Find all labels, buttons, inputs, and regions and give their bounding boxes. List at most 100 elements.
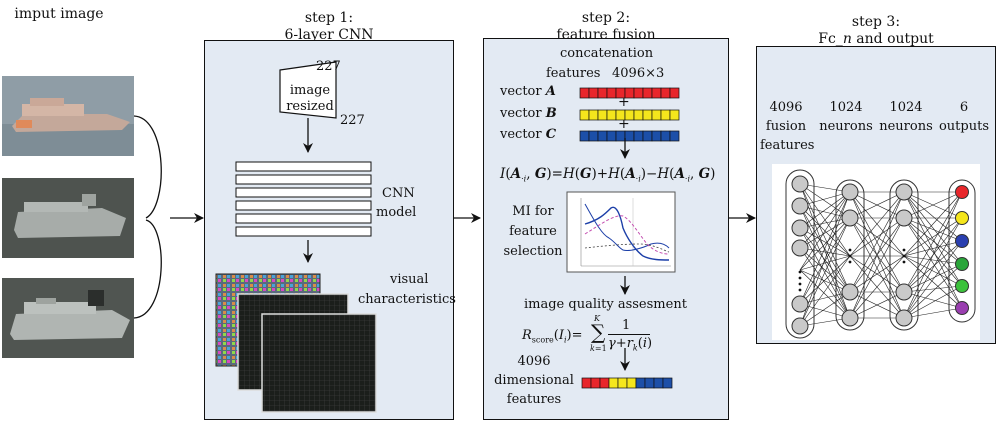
hidden-node xyxy=(841,309,859,327)
dim-line2: dimensional xyxy=(494,373,574,388)
hidden-node xyxy=(841,209,859,227)
col3-line2: neurons xyxy=(879,119,933,134)
input-node xyxy=(791,197,809,215)
step1-title: step 1: 6-layer CNN xyxy=(204,10,454,44)
resized-line1: image xyxy=(289,83,331,98)
step2-title-line1: step 2: xyxy=(581,10,631,26)
network-edge xyxy=(903,191,963,319)
ship-photo-infrared-2 xyxy=(2,278,134,358)
concat-dims: 4096×3 xyxy=(612,66,665,81)
vector-c-cell xyxy=(624,130,635,142)
network-edge xyxy=(849,191,905,319)
network-edge xyxy=(903,255,963,287)
ship-photo-color xyxy=(2,76,134,156)
vector-b-cell xyxy=(642,109,653,121)
dimensional-cell xyxy=(662,377,673,389)
vector-a-bar xyxy=(579,87,680,99)
network-edge xyxy=(799,191,851,229)
step3-title: step 3: Fc_n and output xyxy=(756,14,996,48)
vector-c-cell xyxy=(615,130,626,142)
vector-a-cell xyxy=(642,87,653,99)
vector-a-label: vector A xyxy=(500,84,556,100)
size-top-label: 227 xyxy=(316,59,341,74)
input-node xyxy=(791,219,809,237)
network-edge xyxy=(799,183,851,219)
resized-label: image resized xyxy=(280,83,340,115)
network-edge xyxy=(799,255,851,305)
ellipsis-dot xyxy=(902,254,906,258)
network-edge xyxy=(903,285,963,319)
concat-label-line2: features xyxy=(546,66,601,81)
mi-line1: MI for xyxy=(512,204,554,219)
vector-c-word: vector xyxy=(500,127,542,142)
network-edge xyxy=(903,217,963,309)
network-edge xyxy=(799,205,851,319)
network-edge xyxy=(799,227,851,257)
step3-title-line2: Fc_n and output xyxy=(756,31,996,48)
dimensional-cell xyxy=(626,377,637,389)
network-edge xyxy=(849,255,905,293)
network-edge xyxy=(903,191,963,293)
hidden-node xyxy=(895,309,913,327)
network-edge xyxy=(799,269,851,293)
network-edge xyxy=(849,291,905,319)
hidden-node xyxy=(895,209,913,227)
hidden-node xyxy=(841,183,859,201)
input-node xyxy=(791,175,809,193)
network-edge xyxy=(903,255,963,265)
step3-title-n: n xyxy=(842,31,852,47)
col2-line2: neurons xyxy=(819,119,873,134)
vector-b-cell xyxy=(633,109,644,121)
ellipsis-dot xyxy=(798,276,802,280)
network-edge xyxy=(799,255,851,271)
vector-b-cell xyxy=(615,109,626,121)
input-node xyxy=(791,317,809,335)
network-edge xyxy=(799,291,851,327)
vector-c-cell xyxy=(597,130,608,142)
ellipsis-dot xyxy=(798,282,802,286)
network-edge xyxy=(903,263,963,293)
vector-c-cell xyxy=(579,130,590,142)
network-edge xyxy=(903,240,963,257)
col1-label: 4096 fusion features xyxy=(760,100,815,154)
vector-c-cell xyxy=(660,130,671,142)
input-title: imput image xyxy=(14,6,104,22)
ellipsis-dot xyxy=(848,248,852,252)
dimensional-cell xyxy=(581,377,592,389)
plus-sign-1: + xyxy=(618,94,630,110)
output-node xyxy=(955,185,969,199)
vector-b-cell xyxy=(606,109,617,121)
dimensional-cell xyxy=(599,377,610,389)
step2-graphics xyxy=(566,87,680,389)
network-edge xyxy=(849,255,905,319)
network-edge xyxy=(799,205,851,293)
dim-line1: 4096 xyxy=(517,354,551,369)
network-edge xyxy=(903,191,963,309)
vector-b-cell xyxy=(624,109,635,121)
ellipsis-dot xyxy=(902,260,906,264)
input-node xyxy=(791,295,809,313)
vector-a-word: vector xyxy=(500,84,542,99)
step1-title-line2: 6-layer CNN xyxy=(284,27,374,43)
dimensional-cell xyxy=(608,377,619,389)
layer-outline xyxy=(835,179,865,331)
col1-line3: features xyxy=(760,138,815,153)
dimensional-cell xyxy=(617,377,628,389)
network-edge xyxy=(799,205,851,219)
vector-a-name: A xyxy=(545,84,556,99)
output-node xyxy=(955,234,969,248)
col3-line1: 1024 xyxy=(889,100,923,115)
output-node xyxy=(955,279,969,293)
step1-title-line1: step 1: xyxy=(304,10,354,26)
col4-line1: 6 xyxy=(959,100,969,115)
vector-c-bar xyxy=(579,130,680,142)
step1-graphics xyxy=(215,61,377,413)
vector-a-cell xyxy=(651,87,662,99)
step3-title-fc: Fc_ xyxy=(818,31,843,47)
hidden-node xyxy=(895,283,913,301)
hidden-node xyxy=(841,283,859,301)
dimensional-cell xyxy=(653,377,664,389)
cnn-model-label: CNN model xyxy=(376,186,416,221)
network-edge xyxy=(799,247,851,319)
vector-a-cell xyxy=(624,87,635,99)
